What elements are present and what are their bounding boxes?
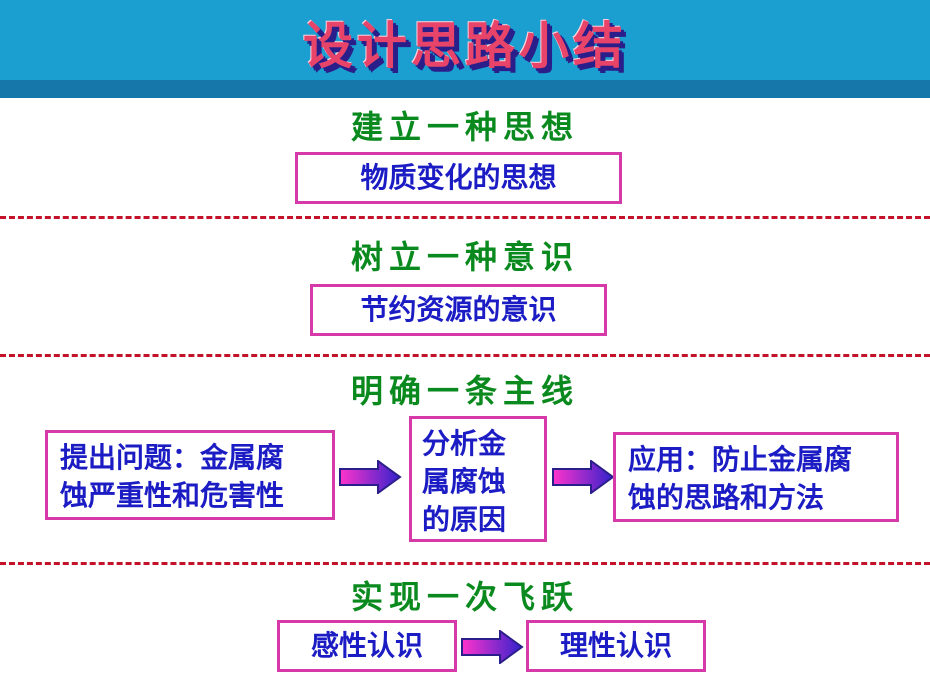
arrow-2-icon: [552, 460, 615, 494]
arrow-1-icon: [339, 460, 402, 494]
section-heading-4: 实现一次飞跃: [350, 578, 579, 616]
separator-3: [0, 562, 930, 565]
section-heading-3: 明确一条主线: [350, 372, 579, 410]
section-heading-1: 建立一种思想: [350, 108, 579, 146]
page-title: 设计思路小结: [303, 16, 627, 75]
box-thought-text: 物质变化的思想: [360, 161, 557, 195]
arrow-3-icon: [461, 630, 524, 664]
separator-2: [0, 354, 930, 357]
box-thought: 物质变化的思想: [295, 152, 622, 204]
header-band: [0, 80, 930, 98]
box-application: 应用：防止金属腐 蚀的思路和方法: [613, 432, 899, 522]
separator-1: [0, 216, 930, 219]
box-rational-text: 理性认识: [559, 629, 672, 663]
box-cause-line-2: 属腐蚀: [422, 464, 507, 498]
box-cause-line-1: 分析金: [422, 427, 507, 460]
box-application-line-2: 蚀的思路和方法: [628, 480, 825, 514]
box-rational: 理性认识: [526, 620, 706, 672]
box-perceptual: 感性认识: [277, 620, 457, 672]
section-heading-2: 树立一种意识: [350, 238, 579, 276]
box-problem-line-2: 蚀严重性和危害性: [60, 478, 285, 512]
box-perceptual-text: 感性认识: [310, 629, 423, 663]
box-cause: 分析金 属腐蚀 的原因: [409, 416, 547, 542]
box-problem-line-1: 提出问题：金属腐: [60, 441, 285, 474]
box-awareness: 节约资源的意识: [310, 284, 607, 336]
header-bar: [0, 0, 930, 80]
box-cause-line-3: 的原因: [422, 502, 507, 536]
box-application-line-1: 应用：防止金属腐: [628, 443, 853, 476]
box-awareness-text: 节约资源的意识: [360, 293, 557, 327]
box-problem: 提出问题：金属腐 蚀严重性和危害性: [45, 430, 335, 520]
